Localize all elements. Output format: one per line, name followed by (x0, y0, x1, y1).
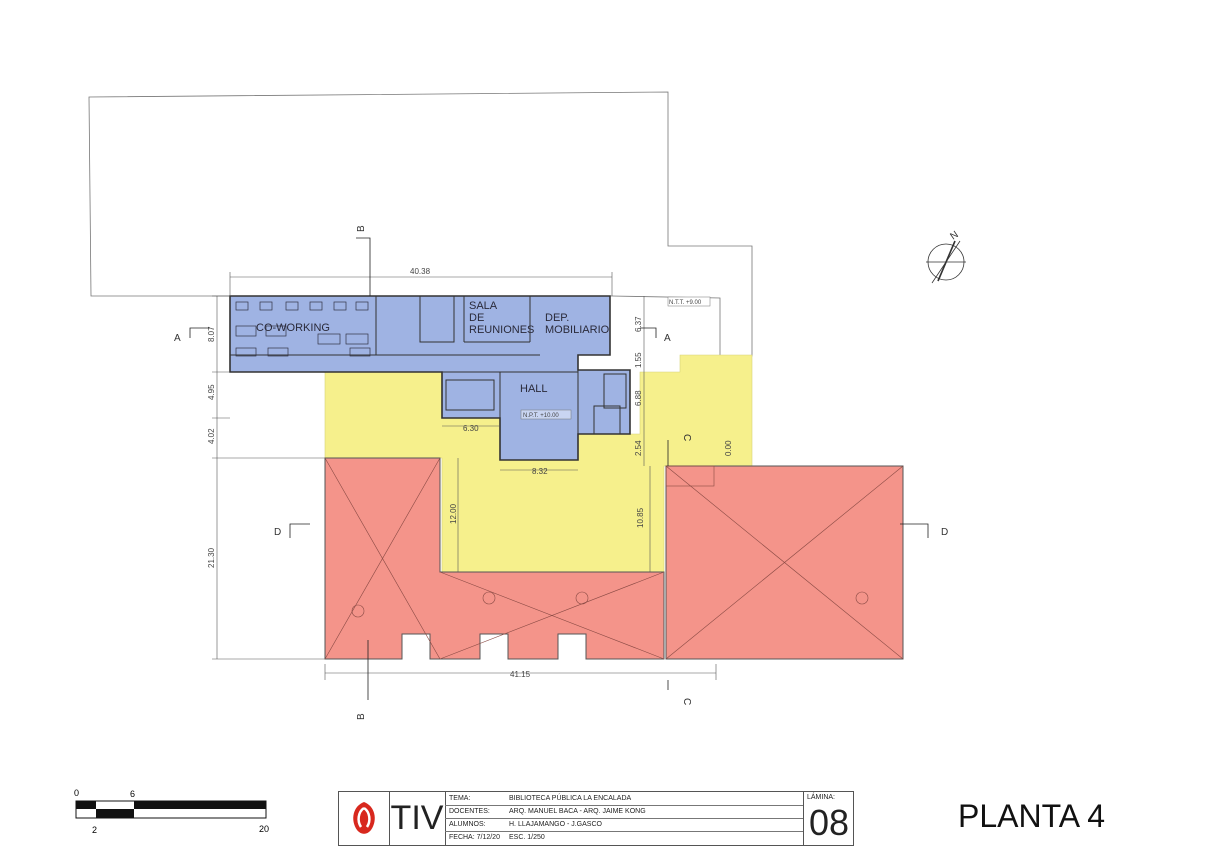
dimension-lines (212, 272, 717, 680)
section-mark-d-right: D (941, 527, 948, 538)
section-lines (189, 237, 929, 700)
room-label-sala-3: REUNIONES (469, 324, 534, 336)
section-mark-b-top: B (356, 225, 367, 232)
section-mark-c-top: C (681, 434, 692, 441)
section-mark-b-bottom: B (356, 713, 367, 720)
room-label-sala-1: SALA (469, 300, 498, 312)
scale-tick-0: 0 (74, 788, 79, 798)
dim-bottom-width: 41.15 (510, 670, 531, 679)
plan-title: PLANTA 4 (958, 798, 1106, 834)
title-row-docentes: DOCENTES: ARQ. MANUEL BACA - ARQ. JAIME … (445, 805, 803, 819)
row-value: ESC. 1/250 (509, 834, 545, 841)
level-ntt: N.T.T. +9.00 (669, 300, 702, 306)
sheet-number: 08 (808, 802, 850, 843)
coworking-furniture (235, 301, 371, 357)
level-npt: N.P.T. +10.00 (523, 413, 559, 419)
title-block-rows: TEMA: BIBLIOTECA PÚBLICA LA ENCALADA DOC… (445, 792, 803, 845)
title-row-tema: TEMA: BIBLIOTECA PÚBLICA LA ENCALADA (445, 792, 803, 806)
dim-top-width: 40.38 (410, 267, 431, 276)
dim-court-height-2: 10.85 (636, 507, 645, 528)
title-row-alumnos: ALUMNOS: H. LLAJAMANGO - J.GASCO (445, 818, 803, 832)
roof-lines (324, 457, 904, 660)
dim-hall-width: 8.32 (532, 467, 548, 476)
row-key: FECHA: 7/12/20 (449, 834, 500, 841)
dim-left-3: 4.02 (207, 428, 216, 444)
title-row-fecha: FECHA: 7/12/20 ESC. 1/250 (445, 831, 803, 844)
row-value: BIBLIOTECA PÚBLICA LA ENCALADA (509, 795, 632, 802)
dim-left-4: 21.30 (207, 547, 216, 568)
scale-tick-6: 6 (130, 789, 135, 799)
dim-right-5: 0.00 (724, 440, 733, 456)
scale-bar: 0 6 2 20 (74, 786, 276, 836)
row-value: H. LLAJAMANGO - J.GASCO (509, 821, 602, 828)
interior-walls (230, 295, 627, 435)
dim-service-width: 6.30 (463, 424, 479, 433)
dim-right-2: 1.55 (634, 352, 643, 368)
row-key: DOCENTES: (449, 808, 490, 815)
university-logo-icon (339, 792, 390, 845)
dim-left-2: 4.95 (207, 384, 216, 400)
title-block: TIV TEMA: BIBLIOTECA PÚBLICA LA ENCALADA… (338, 791, 854, 846)
section-mark-d-left: D (274, 527, 281, 538)
scale-tick-20: 20 (259, 824, 269, 834)
room-label-coworking: CO-WORKING (256, 322, 330, 334)
room-label-sala-2: DE (469, 312, 484, 324)
section-mark-a-left: A (174, 333, 181, 344)
north-label: N (948, 229, 960, 242)
row-value: ARQ. MANUEL BACA - ARQ. JAIME KONG (509, 808, 646, 815)
room-label-dep-2: MOBILIARIO (545, 324, 610, 336)
scale-tick-2: 2 (92, 825, 97, 835)
dim-right-4: 2.54 (634, 440, 643, 456)
course-code: TIV (389, 792, 446, 845)
row-key: ALUMNOS: (449, 821, 486, 828)
dim-right-1: 6.37 (634, 316, 643, 332)
dim-left-1: 8.07 (207, 326, 216, 342)
row-key: TEMA: (449, 795, 471, 802)
room-label-hall: HALL (520, 383, 548, 395)
room-label-dep-1: DEP. (545, 312, 569, 324)
section-mark-c-bottom: C (681, 698, 692, 705)
dim-right-3: 6.88 (634, 390, 643, 406)
section-mark-a-right: A (664, 333, 671, 344)
sheet-label: LÁMINA: (807, 794, 836, 801)
dim-court-height: 12.00 (449, 503, 458, 524)
north-arrow-icon (926, 240, 966, 284)
sheet-number-box: LÁMINA: 08 (803, 792, 854, 845)
